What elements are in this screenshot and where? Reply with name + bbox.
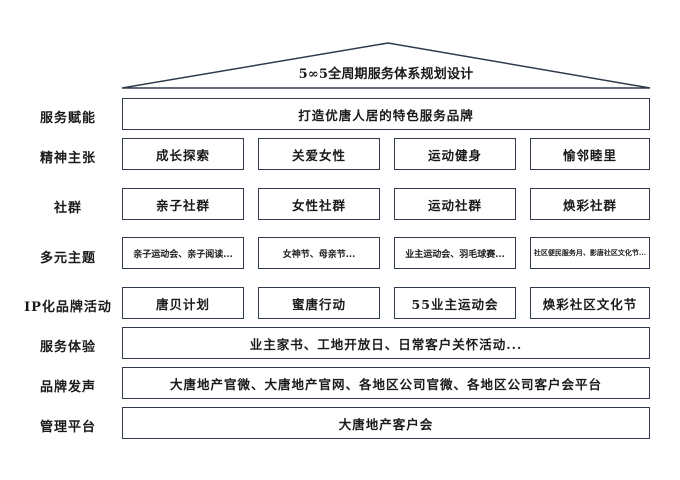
ip-item-1: 唐贝计划 <box>122 287 244 319</box>
theme-item-4: 社区便民服务月、影唐社区文化节... <box>530 237 650 269</box>
row-label-platform: 管理平台 <box>39 420 96 435</box>
community-item-3: 运动社群 <box>394 188 516 220</box>
row-label-empower: 服务赋能 <box>39 111 96 126</box>
theme-item-1: 亲子运动会、亲子阅读... <box>122 237 244 269</box>
spirit-item-2: 关爱女性 <box>258 138 380 170</box>
ip-item-2: 蜜唐行动 <box>258 287 380 319</box>
theme-item-3: 业主运动会、羽毛球赛... <box>394 237 516 269</box>
ip-item-3: 55业主运动会 <box>394 287 516 319</box>
row-label-ip: IP化品牌活动 <box>24 300 112 315</box>
row-label-themes: 多元主题 <box>39 251 96 266</box>
ip-item-4: 焕彩社区文化节 <box>530 287 650 319</box>
row-label-spirit: 精神主张 <box>39 151 96 166</box>
community-item-1: 亲子社群 <box>122 188 244 220</box>
community-item-4: 焕彩社群 <box>530 188 650 220</box>
theme-item-2: 女神节、母亲节... <box>258 237 380 269</box>
row-label-experience: 服务体验 <box>39 340 96 355</box>
platform-box: 大唐地产客户会 <box>122 407 650 439</box>
row-label-community: 社群 <box>53 201 82 216</box>
spirit-item-4: 愉邻睦里 <box>530 138 650 170</box>
roof-shape <box>121 42 651 89</box>
spirit-item-3: 运动健身 <box>394 138 516 170</box>
brand-voice-box: 大唐地产官微、大唐地产官网、各地区公司官微、各地区公司客户会平台 <box>122 367 650 399</box>
roof-title: 5∞5全周期服务体系规划设计 <box>298 67 474 82</box>
community-item-2: 女性社群 <box>258 188 380 220</box>
row-label-brand-voice: 品牌发声 <box>39 380 96 395</box>
experience-box: 业主家书、工地开放日、日常客户关怀活动... <box>122 327 650 359</box>
spirit-item-1: 成长探索 <box>122 138 244 170</box>
empower-box: 打造优唐人居的特色服务品牌 <box>122 98 650 130</box>
